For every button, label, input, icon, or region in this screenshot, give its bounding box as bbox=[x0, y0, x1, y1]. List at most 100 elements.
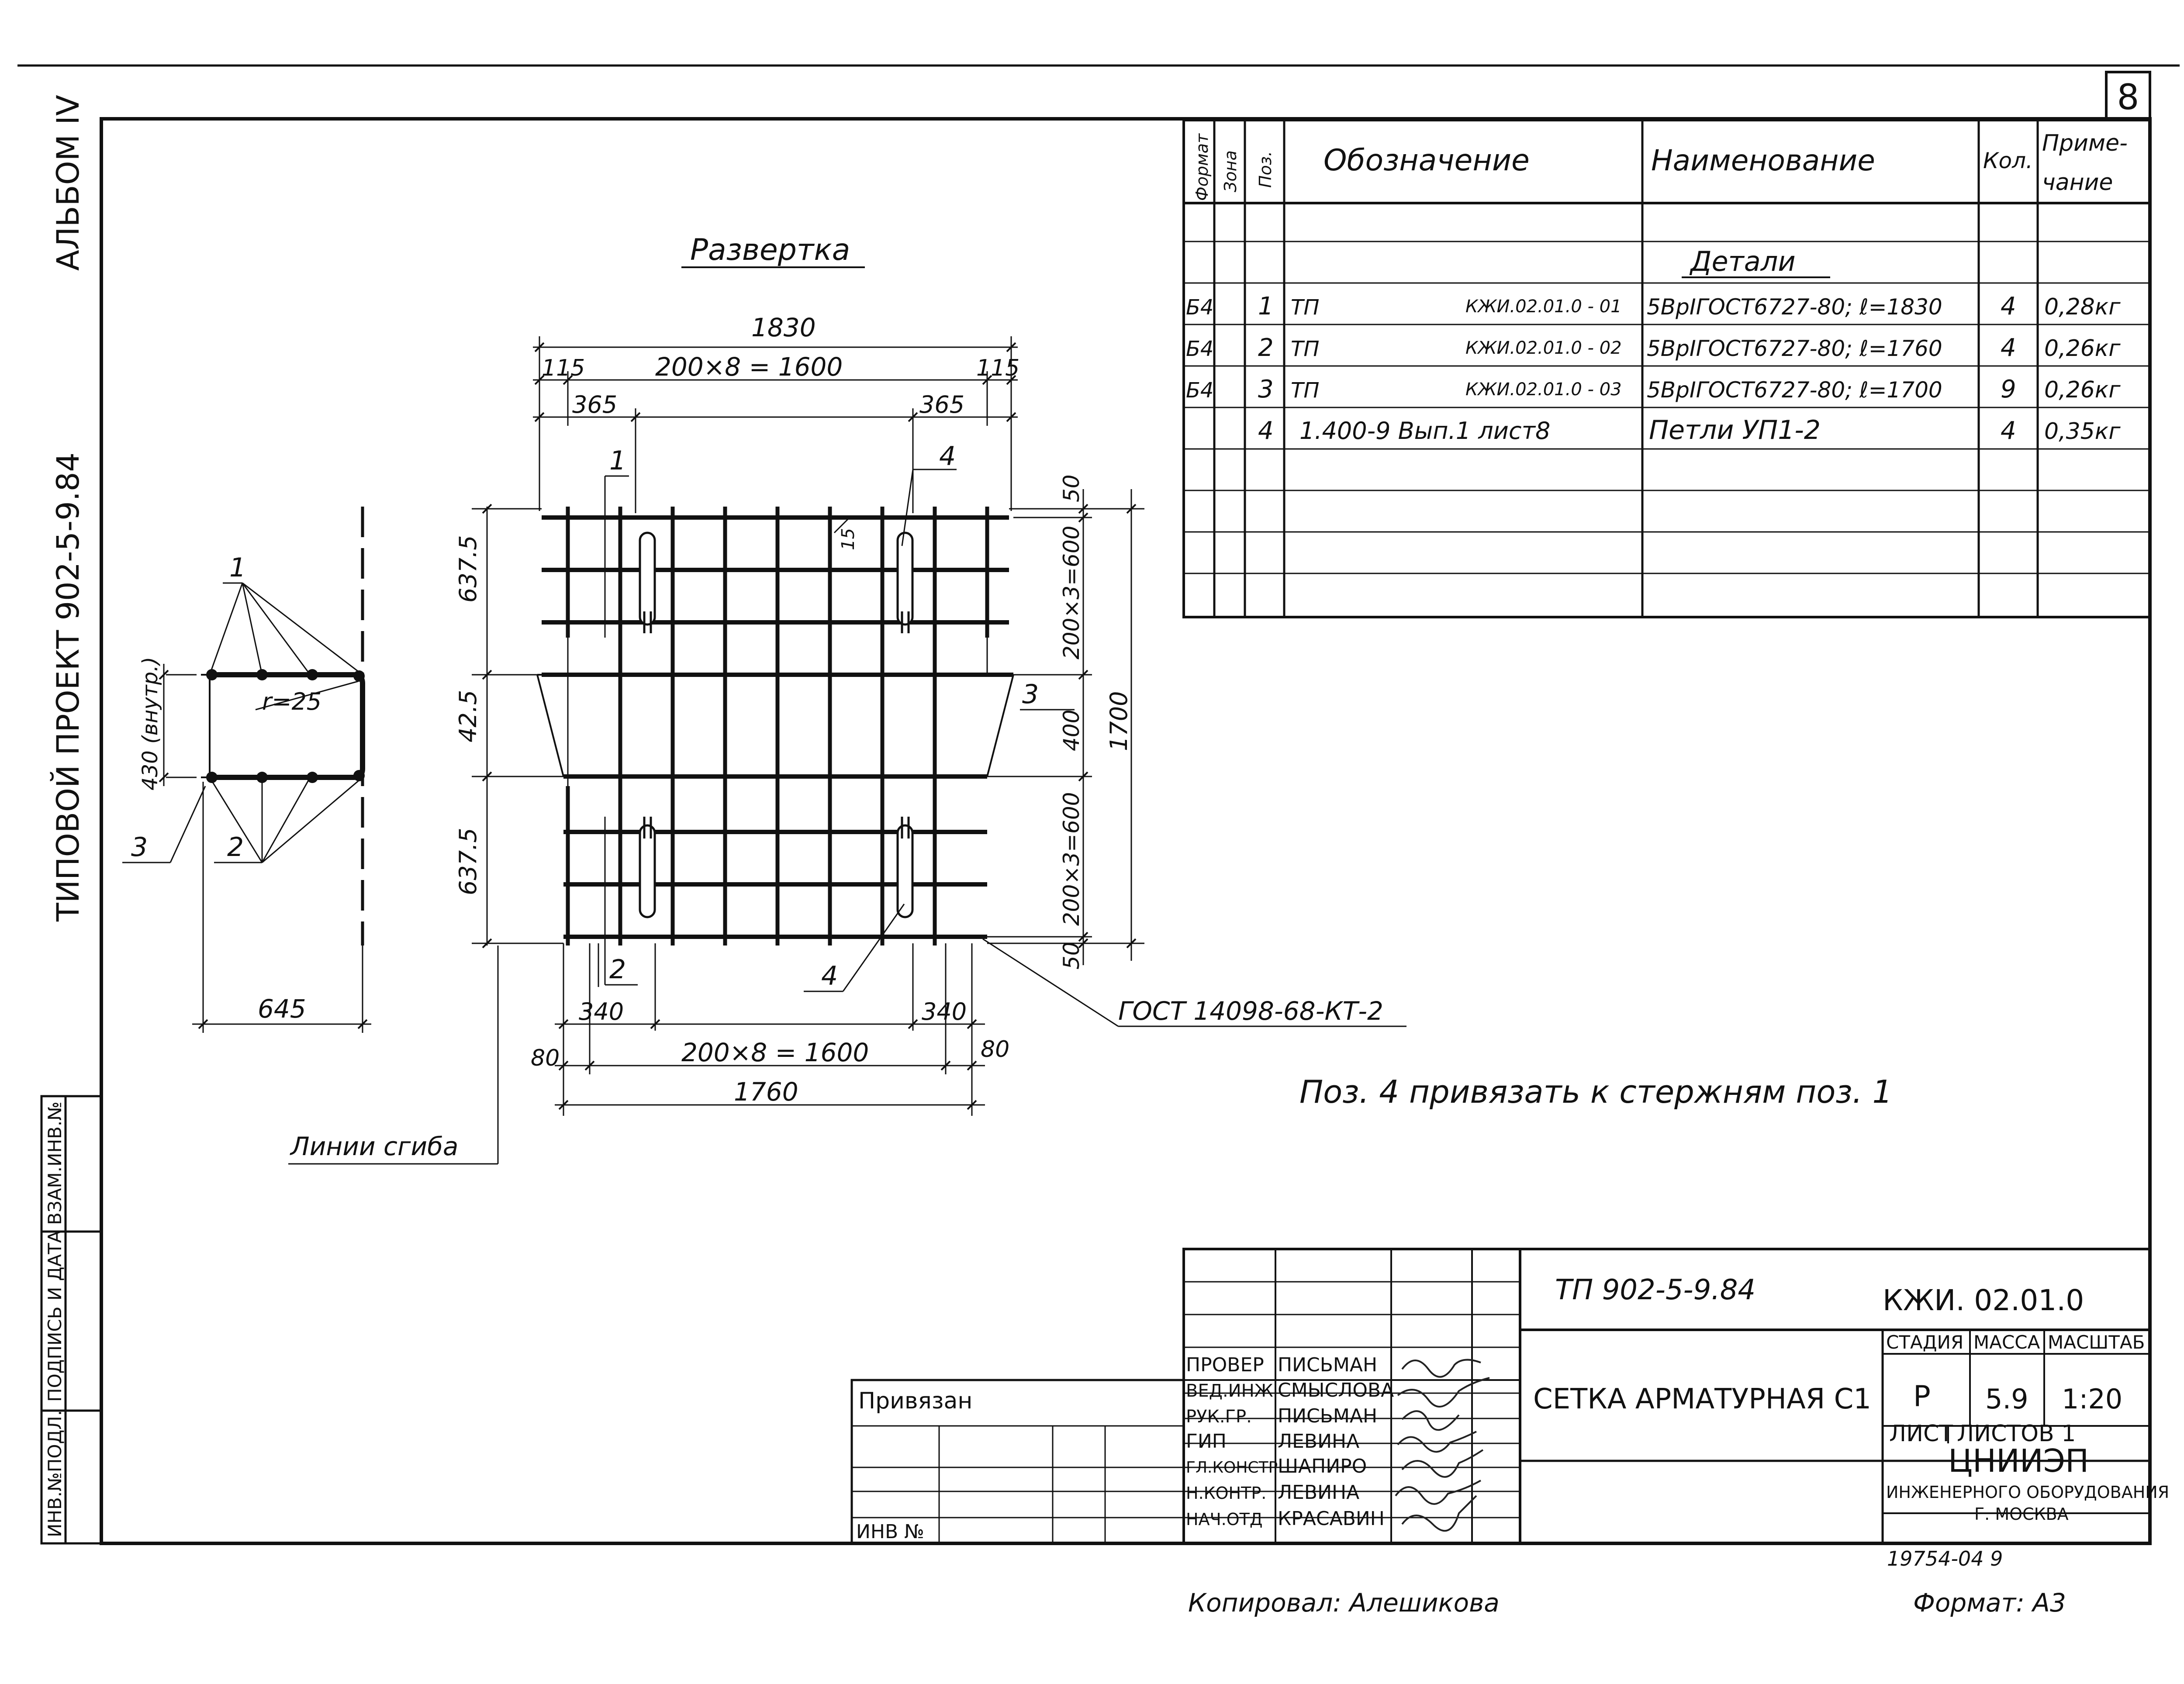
dim-right-bottom-pitch: 200×3=600 bbox=[1059, 792, 1084, 926]
org-city: Г. МОСКВА bbox=[1974, 1505, 2069, 1524]
title-block bbox=[850, 1248, 2151, 1545]
side-stamp bbox=[40, 1095, 103, 1545]
dim-bottom-right-inner: 340 bbox=[922, 998, 967, 1025]
dim-right-bottom-gap: 50 bbox=[1059, 942, 1084, 970]
stamp-vzam: ВЗАМ.ИНВ.№ bbox=[44, 1101, 66, 1225]
svg-text:Петли УП1-2: Петли УП1-2 bbox=[1649, 415, 1821, 445]
dim-top-right-end: 115 bbox=[976, 355, 1019, 381]
archive-number: 19754-04 9 bbox=[1887, 1547, 2003, 1570]
position-label-4-top: 4 bbox=[939, 441, 956, 472]
svg-text:0,26кг: 0,26кг bbox=[2044, 335, 2121, 362]
dim-right-middle: 400 bbox=[1059, 710, 1084, 751]
copied-by: Копировал: Алешикова bbox=[1188, 1588, 1500, 1618]
spec-header-zone: Зона bbox=[1221, 150, 1240, 192]
svg-text:ПИСЬМАН: ПИСЬМАН bbox=[1278, 1354, 1377, 1376]
org-subtitle: ИНЖЕНЕРНОГО ОБОРУДОВАНИЯ bbox=[1886, 1483, 2169, 1502]
project-label: ТИПОВОЙ ПРОЕКТ 902-5-9.84 bbox=[50, 452, 86, 922]
dim-left-top: 637.5 bbox=[454, 535, 482, 603]
dim-bottom-left-inner: 340 bbox=[579, 998, 624, 1025]
spec-row: 4 1.400-9 Вып.1 лист8 Петли УП1-2 4 0,35… bbox=[1258, 415, 2121, 445]
drawing-title: Развертка bbox=[690, 233, 850, 267]
signature-row: НАЧ.ОТД КРАСАВИН bbox=[1186, 1508, 1385, 1530]
tied-label: Привязан bbox=[858, 1388, 972, 1414]
section-height-label: 430 (внутр.) bbox=[138, 657, 162, 790]
section-pos1-label: 1 bbox=[229, 552, 246, 583]
svg-text:ПРОВЕР: ПРОВЕР bbox=[1186, 1354, 1264, 1376]
svg-text:Б4: Б4 bbox=[1186, 337, 1213, 361]
drawing-note: Поз. 4 привязать к стержням поз. 1 bbox=[1299, 1073, 1892, 1110]
scale-value: 1:20 bbox=[2062, 1383, 2122, 1415]
dim-right-top-gap: 50 bbox=[1059, 474, 1084, 502]
signature-row: ВЕД.ИНЖ СМЫСЛОВА bbox=[1186, 1379, 1394, 1401]
mass-header: МАССА bbox=[1973, 1332, 2040, 1353]
signature-row: РУК.ГР. ПИСЬМАН bbox=[1186, 1405, 1377, 1427]
svg-text:КРАСАВИН: КРАСАВИН bbox=[1278, 1508, 1385, 1530]
svg-text:9: 9 bbox=[2001, 375, 2016, 404]
svg-text:2: 2 bbox=[1258, 334, 1274, 362]
svg-text:0,35кг: 0,35кг bbox=[2044, 418, 2121, 445]
sheet-number: 8 bbox=[2117, 77, 2139, 117]
svg-text:КЖИ.02.01.0 - 03: КЖИ.02.01.0 - 03 bbox=[1465, 380, 1622, 400]
mass-value: 5.9 bbox=[1985, 1383, 2028, 1415]
svg-text:ТП: ТП bbox=[1291, 378, 1319, 403]
svg-text:4: 4 bbox=[2001, 334, 2016, 362]
dim-left-bottom: 637.5 bbox=[454, 828, 482, 895]
svg-text:0,26кг: 0,26кг bbox=[2044, 377, 2121, 403]
dimension-ticks bbox=[482, 342, 1137, 1110]
svg-text:ЛЕВИНА: ЛЕВИНА bbox=[1278, 1430, 1359, 1453]
album-label: АЛЬБОМ IV bbox=[50, 95, 86, 271]
sheet-label: ЛИСТ bbox=[1889, 1421, 1953, 1447]
position-label-3: 3 bbox=[1022, 679, 1039, 710]
handwritten-signatures bbox=[1395, 1359, 1490, 1532]
stamp-inv-podl: ИНВ.№ПОДЛ. bbox=[44, 1410, 66, 1537]
lifting-loop bbox=[896, 531, 914, 633]
svg-text:РУК.ГР.: РУК.ГР. bbox=[1186, 1407, 1252, 1427]
svg-text:4: 4 bbox=[2001, 417, 2016, 445]
spec-row: Б4 1 ТП КЖИ.02.01.0 - 01 5ВрIГОСТ6727-80… bbox=[1186, 292, 2121, 321]
position-label-2: 2 bbox=[609, 954, 626, 985]
sheets-label: ЛИСТОВ 1 bbox=[1957, 1421, 2076, 1447]
spec-section-title: Детали bbox=[1689, 245, 1796, 277]
svg-text:ГИП: ГИП bbox=[1186, 1430, 1227, 1453]
dim-top-left-inner: 365 bbox=[572, 391, 617, 418]
dim-top-left-end: 115 bbox=[542, 355, 585, 381]
stamp-podpis: ПОДПИСЬ И ДАТА bbox=[44, 1230, 66, 1402]
svg-text:КЖИ.02.01.0 - 01: КЖИ.02.01.0 - 01 bbox=[1465, 297, 1622, 317]
spec-table bbox=[1182, 119, 2151, 618]
dim-top-right-inner: 365 bbox=[919, 391, 964, 418]
svg-text:ЛЕВИНА: ЛЕВИНА bbox=[1278, 1481, 1359, 1504]
svg-text:5ВрIГОСТ6727-80; ℓ=1760: 5ВрIГОСТ6727-80; ℓ=1760 bbox=[1647, 336, 1942, 361]
svg-text:Н.КОНТР.: Н.КОНТР. bbox=[1186, 1484, 1266, 1503]
signature-row: ПРОВЕР ПИСЬМАН bbox=[1186, 1354, 1377, 1376]
svg-text:5ВрIГОСТ6727-80; ℓ=1700: 5ВрIГОСТ6727-80; ℓ=1700 bbox=[1647, 377, 1942, 403]
dim-bottom-right-end: 80 bbox=[981, 1036, 1009, 1063]
svg-text:4: 4 bbox=[2001, 292, 2016, 321]
spec-header-note: Приме- bbox=[2042, 130, 2128, 156]
org-name: ЦНИИЭП bbox=[1948, 1442, 2089, 1479]
dim-right-top-pitch: 200×3=600 bbox=[1059, 526, 1084, 659]
svg-text:ШАПИРО: ШАПИРО bbox=[1278, 1455, 1367, 1477]
dim-top-middle: 200×8 = 1600 bbox=[655, 352, 843, 382]
mesh-bars-thin bbox=[567, 638, 988, 786]
section-radius-label: r=25 bbox=[262, 688, 321, 715]
spec-header-note-2: чание bbox=[2042, 169, 2113, 196]
section-bars bbox=[206, 669, 365, 783]
position-label-1: 1 bbox=[609, 445, 626, 476]
weld-gost-label: ГОСТ 14098-68-КТ-2 bbox=[1118, 996, 1383, 1026]
svg-text:4: 4 bbox=[1258, 417, 1274, 445]
signature-row: Н.КОНТР. ЛЕВИНА bbox=[1186, 1481, 1359, 1504]
svg-text:ГЛ.КОНСТР: ГЛ.КОНСТР bbox=[1186, 1459, 1278, 1477]
inv-label: ИНВ № bbox=[856, 1521, 924, 1543]
position-label-4-bottom: 4 bbox=[821, 961, 838, 991]
spec-header-qty: Кол. bbox=[1983, 148, 2033, 173]
stage-value: Р bbox=[1913, 1380, 1931, 1413]
scale-header: МАСШТАБ bbox=[2048, 1332, 2145, 1353]
svg-text:ТП: ТП bbox=[1291, 337, 1319, 361]
dim-right-total: 1700 bbox=[1105, 691, 1133, 751]
mesh-bars-cross bbox=[566, 507, 989, 946]
lifting-loop bbox=[639, 531, 656, 633]
title-name: СЕТКА АРМАТУРНАЯ С1 bbox=[1533, 1383, 1871, 1415]
svg-text:НАЧ.ОТД: НАЧ.ОТД bbox=[1186, 1510, 1263, 1529]
svg-text:3: 3 bbox=[1258, 375, 1274, 404]
